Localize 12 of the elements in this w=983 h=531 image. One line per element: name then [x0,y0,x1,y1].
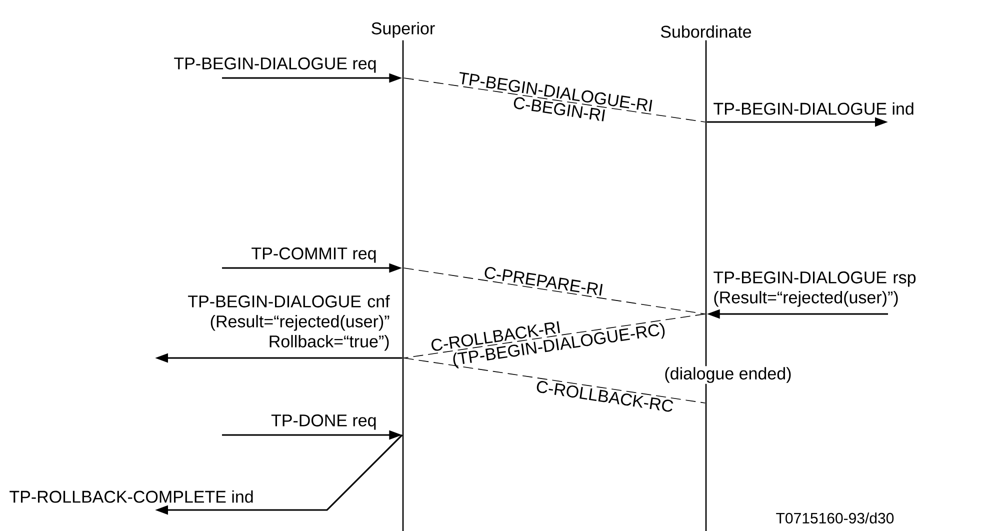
edge-label: TP-BEGIN-DIALOGUE cnf (Result=“rejected(user)” Rollback=“true”) [188,294,390,351]
edge-label: TP-BEGIN-DIALOGUE ind [714,102,914,115]
edge-label: TP-ROLLBACK-COMPLETE ind [10,490,253,503]
node-label: Superior [372,22,435,38]
node-label: Subordinate [660,25,752,38]
edge-label: TP-BEGIN-DIALOGUE req [174,57,376,73]
edge-label: C-PREPARE-RI [484,266,603,296]
figure-number: T0715160-93/d30 [776,512,894,524]
edge-label: TP-COMMIT req [252,247,376,263]
state-note: (dialogue ended) [663,366,793,384]
edge-label: TP-BEGIN-DIALOGUE rsp (Result=“rejected(user)”) [714,271,916,307]
edge-label: TP-DONE req [271,414,376,430]
